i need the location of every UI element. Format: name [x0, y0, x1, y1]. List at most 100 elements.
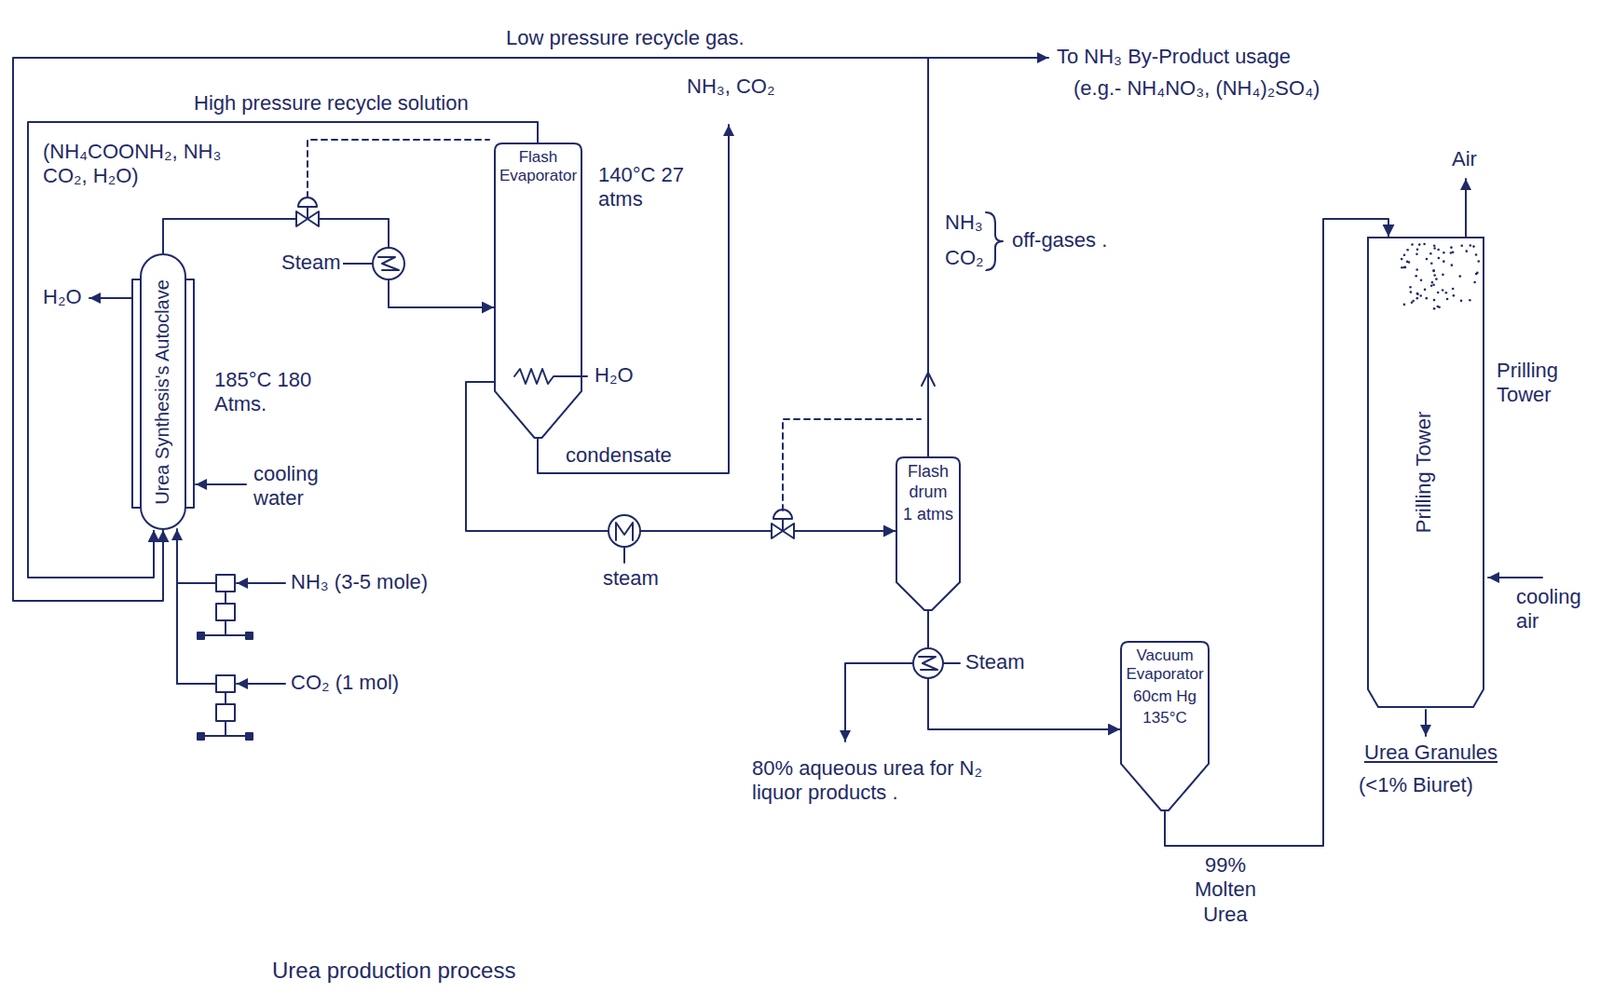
destination-label: To NH₃ By-Product usage [1054, 44, 1293, 69]
product-label: Urea Granules [1362, 740, 1500, 766]
evaporator-vessel: Flash Evaporator [493, 142, 583, 438]
prill-droplet [1436, 305, 1440, 309]
prill-droplet [1400, 266, 1404, 270]
prilling-tower: Prilling Tower [1367, 236, 1485, 709]
compressor-symbol [216, 675, 235, 693]
prill-droplet [1432, 283, 1436, 287]
node-text-group: Prilling Tower [1411, 408, 1439, 537]
vessel-outline [140, 254, 186, 530]
cooling-jacket [132, 279, 140, 508]
prill-droplet [1410, 300, 1414, 304]
process-stream [13, 57, 929, 602]
prill-droplet [1472, 245, 1476, 248]
stream-label: H₂O [41, 285, 84, 310]
heating-coil [514, 369, 588, 384]
prill-spray [1400, 243, 1480, 311]
process-stream [163, 218, 494, 308]
prill-droplet [1429, 252, 1433, 256]
steam-reboiler [913, 648, 944, 679]
equipment-name: Prilling Tower [1411, 411, 1436, 534]
prill-droplet [1422, 243, 1426, 247]
stream-label: cooling air [1514, 585, 1598, 635]
aqueous-urea-outlet [845, 663, 914, 742]
prill-droplet [1425, 297, 1429, 301]
prill-droplet [1430, 285, 1434, 288]
compressor-base [197, 733, 205, 740]
operating-condition: 140°C 27 atms [596, 163, 689, 213]
prill-droplet [1415, 268, 1419, 272]
prill-droplet [1436, 291, 1440, 295]
prill-droplet [1409, 290, 1413, 294]
reactor-vessel: Urea Synthesis's Autoclave [139, 253, 187, 531]
prill-droplet [1437, 257, 1441, 260]
valve-actuator [773, 509, 793, 532]
prill-droplet [1425, 258, 1429, 261]
prill-droplet [1475, 273, 1478, 276]
node-text-group: Vacuum Evaporator60cm Hg135°C [1120, 641, 1210, 738]
prill-droplet [1418, 243, 1422, 247]
stream-label: CO₂ [943, 246, 986, 271]
prill-droplet [1464, 249, 1468, 253]
heater-coil [378, 257, 399, 271]
equipment-name: Flash drum [898, 462, 958, 503]
prill-droplet [1403, 303, 1407, 307]
prill-droplet [1416, 292, 1420, 296]
stream-label: NH₃ [943, 210, 985, 235]
prill-droplet [1449, 246, 1453, 249]
process-stream [1164, 218, 1389, 847]
prill-droplet [1433, 246, 1436, 250]
prill-droplet [1415, 297, 1419, 301]
compressor-piping [177, 683, 248, 737]
equipment-name: Flash Evaporator [496, 148, 580, 187]
prill-droplet [1433, 307, 1436, 311]
stream-label: High pressure recycle solution [191, 91, 472, 116]
stream-label: condensate [563, 443, 674, 468]
prill-droplet [1431, 281, 1435, 285]
prill-droplet [1420, 279, 1423, 283]
equipment-name: Urea Synthesis's Autoclave [150, 279, 174, 506]
stream-label: Air [1449, 147, 1479, 172]
evaporator-vessel: Vacuum Evaporator60cm Hg135°C [1120, 641, 1210, 811]
water-outlet-arrow [89, 297, 133, 300]
process-stream [465, 382, 896, 532]
operating-condition: 60cm Hg [1122, 687, 1207, 707]
prill-droplet [1400, 258, 1404, 261]
leader-line [623, 547, 626, 563]
prill-droplet [1415, 253, 1419, 257]
stream-label: Low pressure recycle gas. [503, 26, 748, 51]
utility-label: Steam [963, 650, 1027, 675]
product-outlet-arrow [1424, 710, 1427, 737]
prill-droplet [1452, 294, 1456, 298]
feed-line [176, 529, 178, 684]
heater-coil [918, 656, 938, 671]
prill-droplet [1446, 298, 1450, 301]
prill-droplet [1432, 269, 1436, 273]
prill-droplet [1433, 299, 1436, 302]
prill-droplet [1435, 277, 1438, 281]
figure-caption: Urea production process [270, 957, 518, 985]
utility-label: cooling water [251, 462, 344, 512]
prill-droplet [1433, 273, 1436, 277]
air-outlet-arrow [1464, 178, 1467, 237]
compressor-symbol [216, 574, 235, 592]
compressor-piping [177, 583, 248, 636]
prill-droplet [1449, 251, 1453, 255]
equipment-name: Vacuum Evaporator [1122, 646, 1207, 685]
vessel-outline [493, 142, 583, 438]
flash-drum: Flash drum1 atms [895, 456, 961, 611]
stream-composition: (NH₄COONH₂, NH₃ CO₂, H₂O) [41, 139, 246, 190]
node-text-group: Urea Synthesis's Autoclave [150, 275, 177, 509]
control-signal-line [307, 139, 490, 198]
prill-droplet [1404, 266, 1408, 270]
prill-droplet [1403, 254, 1407, 258]
stream-label: off-gases . [1010, 228, 1109, 253]
compressor-base [246, 733, 253, 740]
node-text-group: Flash Evaporator [493, 142, 583, 195]
prill-droplet [1416, 292, 1420, 296]
vessel-outline [896, 457, 960, 611]
compressor-base [246, 632, 253, 640]
stream-label: NH₃, CO₂ [684, 74, 778, 99]
vessel-outline [1367, 237, 1484, 708]
leader-line [337, 262, 373, 265]
prill-droplet [1408, 260, 1411, 264]
